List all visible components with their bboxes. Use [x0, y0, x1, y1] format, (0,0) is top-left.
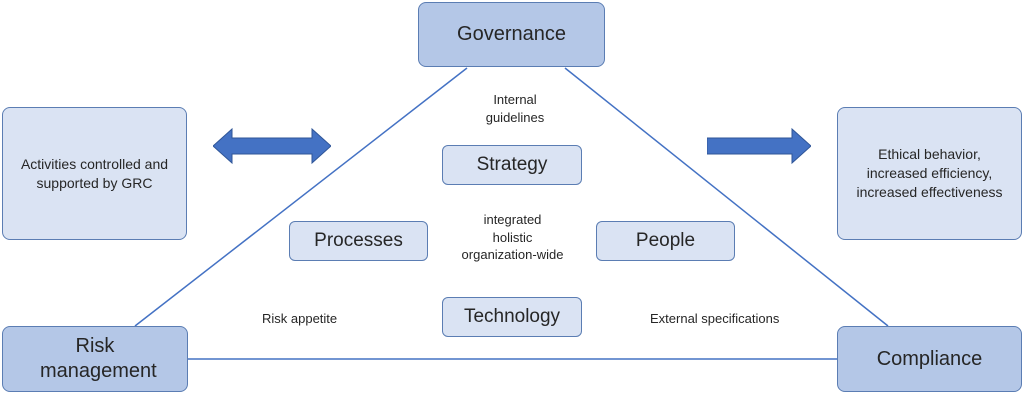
strategy-box: Strategy [442, 145, 582, 185]
risk-management-label: Risk management [40, 335, 157, 382]
processes-box: Processes [289, 221, 428, 261]
strategy-label: Strategy [476, 154, 548, 175]
outcomes-box: Ethical behavior, increased efficiency, … [837, 107, 1022, 240]
holistic-text: holistic [492, 229, 533, 245]
line-governance-compliance [564, 67, 889, 327]
external-specifications-text: External specifications [650, 311, 780, 326]
risk-management-box: Risk management [2, 326, 188, 392]
outcomes-text: Ethical behavior, increased efficiency, … [856, 146, 1003, 200]
governance-label: Governance [457, 23, 566, 45]
technology-label: Technology [463, 306, 561, 327]
compliance-label: Compliance [876, 347, 983, 370]
technology-box: Technology [442, 297, 582, 337]
line-governance-risk [134, 67, 468, 327]
governance-box: Governance [418, 2, 605, 67]
people-label: People [635, 230, 696, 251]
internal-guidelines-text: Internal guidelines [485, 92, 545, 125]
risk-appetite-text: Risk appetite [262, 311, 338, 326]
people-box: People [596, 221, 735, 261]
activities-text: Activities controlled and supported by G… [20, 155, 169, 191]
compliance-box: Compliance [837, 326, 1022, 392]
integrated-text: integrated [483, 212, 542, 227]
double-arrow-icon [213, 127, 331, 165]
center-description: integrated holistic organization-wide [445, 211, 580, 264]
right-arrow-icon [707, 127, 811, 165]
organization-wide-text: organization-wide [461, 247, 564, 263]
activities-box: Activities controlled and supported by G… [2, 107, 187, 240]
processes-label: Processes [314, 230, 403, 251]
